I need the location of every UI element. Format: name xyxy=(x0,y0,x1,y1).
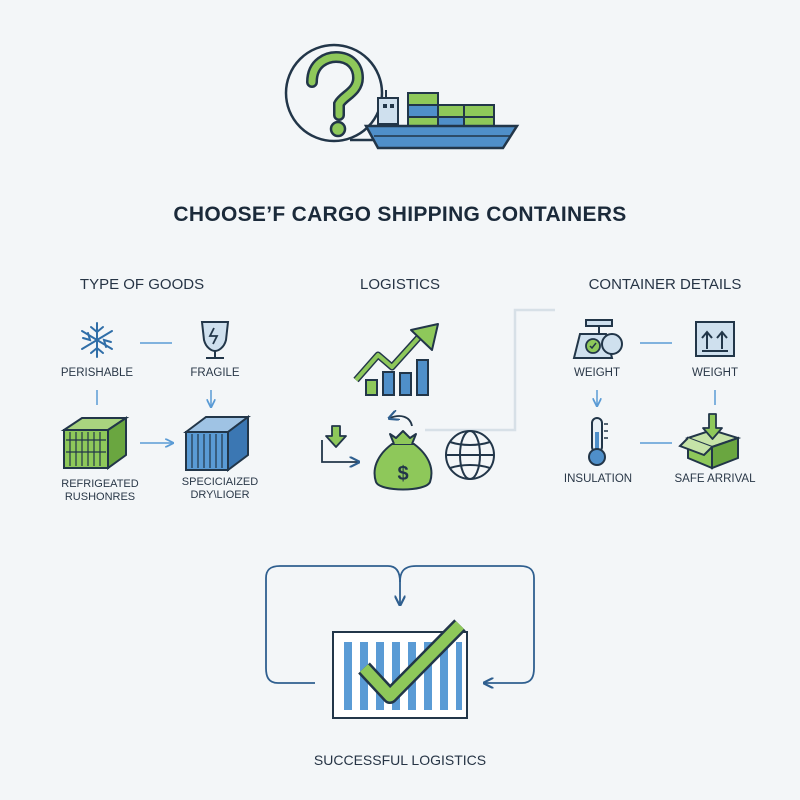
specialized-label-line2: DRY\LIOER xyxy=(190,489,250,501)
loop-arrow-left xyxy=(265,565,400,684)
broken-glass-icon xyxy=(200,321,230,359)
cargo-ship-icon xyxy=(363,90,520,150)
fragile-label: FRAGILE xyxy=(190,367,240,379)
scale-weight-icon xyxy=(572,319,623,359)
growth-chart-icon xyxy=(353,323,439,396)
success-checklist-icon xyxy=(332,619,468,719)
specialized-label-line1: SPECICIAIZED xyxy=(181,476,259,488)
refrigerated-label-line1: REFRIGEATED xyxy=(61,478,139,490)
thermometer-icon xyxy=(588,417,608,466)
svg-text:$: $ xyxy=(397,463,408,485)
page-title: CHOOSE’F CARGO SHIPPING CONTAINERS xyxy=(173,203,627,226)
return-arrow-icon xyxy=(390,416,413,427)
download-arrow-icon xyxy=(321,425,358,462)
perishable-label: PERISHABLE xyxy=(60,367,134,379)
dry-container-icon xyxy=(183,415,251,472)
logistics-heading: LOGISTICS xyxy=(359,276,441,293)
this-side-up-icon xyxy=(695,321,735,357)
insulation-label: INSULATION xyxy=(563,473,633,485)
snowflake-icon xyxy=(81,322,113,358)
refrigerated-label-line2: RUSHONRES xyxy=(64,491,136,503)
globe-icon xyxy=(445,430,495,480)
goods-heading: TYPE OF GOODS xyxy=(79,276,205,293)
money-bag-icon: $ xyxy=(373,430,433,491)
details-heading: CONTAINER DETAILS xyxy=(588,276,742,293)
refrigerated-container-icon xyxy=(60,416,130,470)
loop-arrow-right xyxy=(399,565,535,683)
weight-label-right: WEIGHT xyxy=(692,367,738,379)
weight-label-left: WEIGHT xyxy=(574,367,620,379)
safe-arrival-label: SAFE ARRIVAL xyxy=(674,473,756,485)
connector-line xyxy=(425,308,555,432)
footer-label: SUCCESSFUL LOGISTICS xyxy=(313,752,487,768)
question-mark-icon xyxy=(284,43,395,143)
package-delivery-icon xyxy=(678,413,742,470)
